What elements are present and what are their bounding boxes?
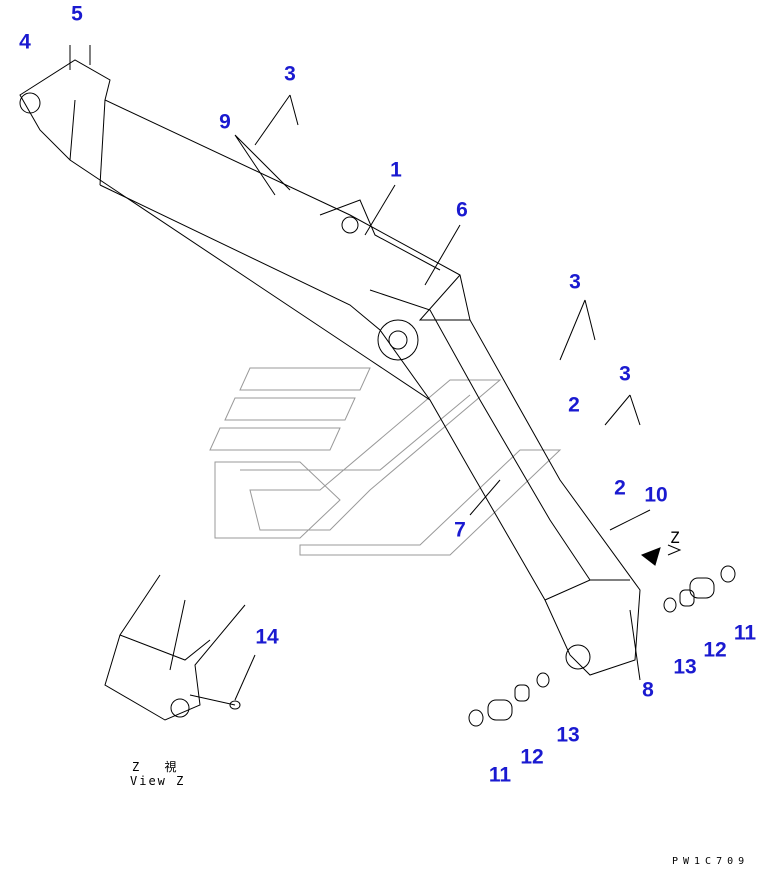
callout-1: 1	[390, 158, 402, 182]
callout-12: 12	[703, 638, 727, 662]
view-caption-en: View Z	[130, 774, 186, 788]
watermark-logo	[209, 367, 562, 556]
callout-3: 3	[569, 270, 581, 294]
callout-3: 3	[284, 62, 296, 86]
callout-12: 12	[520, 745, 544, 769]
view-z-detail	[104, 574, 246, 721]
boom-body	[19, 45, 641, 676]
callout-4: 4	[19, 30, 31, 54]
callout-13: 13	[673, 655, 697, 679]
callout-7: 7	[454, 518, 466, 542]
view-caption-jp: Z 視	[132, 760, 179, 774]
leader-lines	[234, 94, 682, 701]
callout-3: 3	[619, 362, 631, 386]
callout-14: 14	[255, 625, 279, 649]
view-marker: Z	[670, 528, 682, 547]
callout-11: 11	[733, 621, 757, 645]
callout-13: 13	[556, 723, 580, 747]
callout-5: 5	[71, 2, 83, 26]
callout-10: 10	[644, 483, 668, 507]
callout-2: 2	[568, 393, 580, 417]
drawing-code: PW1C709	[672, 856, 750, 867]
callout-2: 2	[614, 476, 626, 500]
callout-9: 9	[219, 110, 231, 134]
callout-6: 6	[456, 198, 468, 222]
pins-and-bushings	[468, 547, 736, 727]
callout-8: 8	[642, 678, 654, 702]
callout-11: 11	[488, 763, 512, 787]
